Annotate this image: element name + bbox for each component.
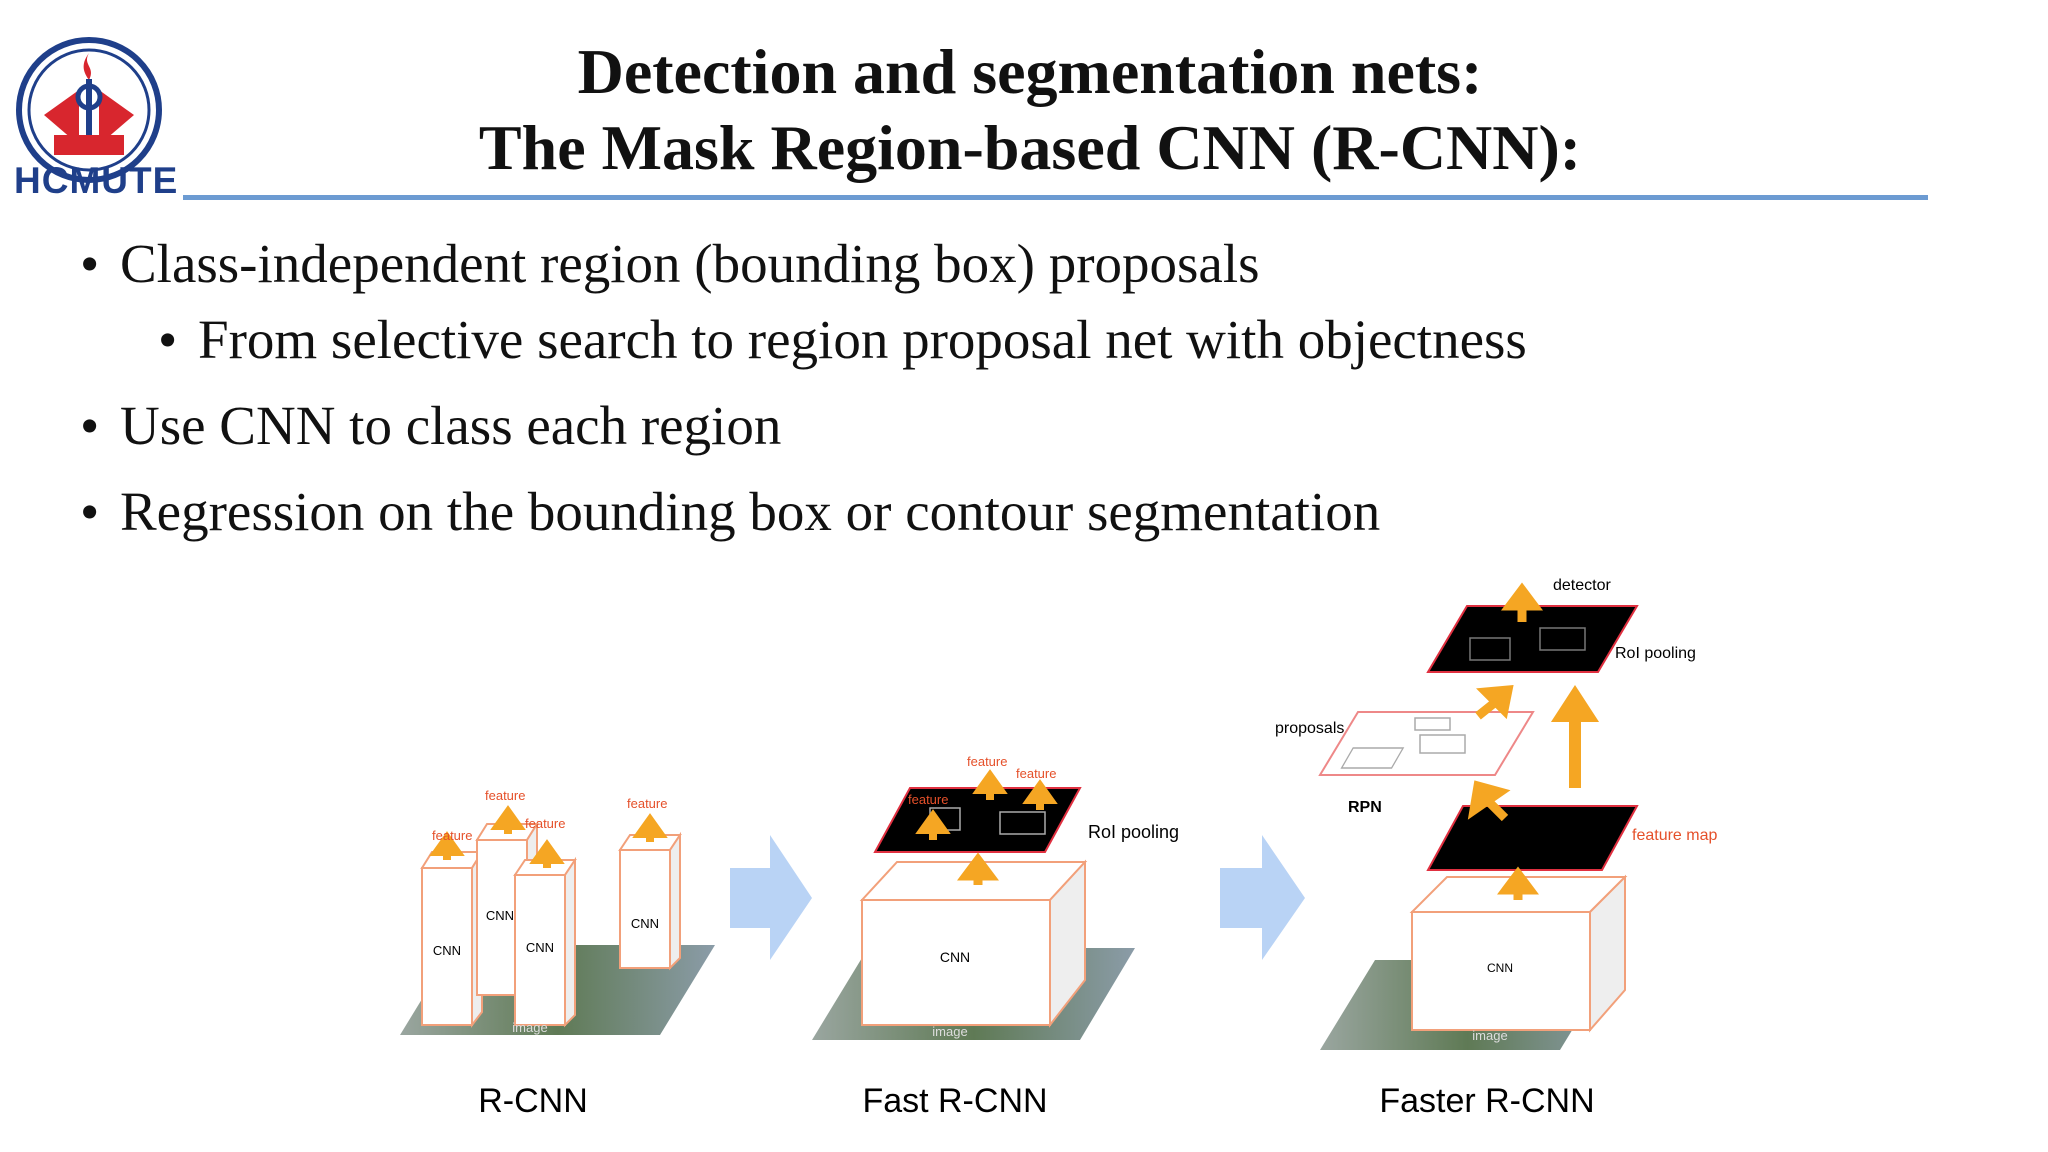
- rcnn-panel: CNN CNN CNN CNN feature feature: [400, 788, 715, 1120]
- fast-rcnn-feature-arrow-1: [915, 809, 951, 840]
- flow-arrow-2: [1220, 835, 1305, 960]
- fast-rcnn-feature-label-2: feature: [967, 754, 1007, 769]
- fast-rcnn-caption: Fast R-CNN: [862, 1082, 1047, 1120]
- logo-text: HCMUTE: [14, 160, 179, 201]
- bullet-1: •Class-independent region (bounding box)…: [80, 233, 1260, 294]
- faster-rcnn-roi-label: RoI pooling: [1615, 645, 1696, 662]
- fast-rcnn-feature-label-1: feature: [908, 792, 948, 807]
- rcnn-caption: R-CNN: [478, 1082, 588, 1120]
- hcmute-logo: [16, 37, 162, 183]
- faster-rcnn-arrow-detector: [1501, 582, 1543, 622]
- fast-rcnn-feature-arrow-3: [1022, 779, 1058, 810]
- svg-text:CNN: CNN: [526, 940, 554, 955]
- faster-rcnn-cnn-block: CNN: [1409, 874, 1628, 1033]
- rcnn-feature-label-1: feature: [432, 828, 472, 843]
- faster-rcnn-rpn-label: RPN: [1348, 799, 1382, 816]
- rcnn-image-label: image: [512, 1020, 547, 1035]
- title-line-2: The Mask Region-based CNN (R-CNN):: [478, 112, 1582, 183]
- rcnn-feature-arrow-1: [429, 831, 465, 860]
- rcnn-cnn-box-3: CNN: [513, 856, 577, 1028]
- fast-rcnn-feature-arrow-2: [972, 769, 1008, 800]
- rcnn-feature-arrow-4: [632, 813, 668, 842]
- title-line-1: Detection and segmentation nets:: [577, 36, 1483, 107]
- svg-text:CNN: CNN: [631, 916, 659, 931]
- bullet-3: •Regression on the bounding box or conto…: [80, 481, 1381, 542]
- faster-rcnn-detector-label: detector: [1553, 577, 1611, 594]
- slide-title: Detection and segmentation nets: The Mas…: [180, 34, 1880, 186]
- faster-rcnn-proposals-plane: [1318, 711, 1535, 776]
- title-divider: [183, 195, 1928, 200]
- rcnn-feature-arrow-3: [529, 839, 565, 868]
- rcnn-feature-arrow-2: [490, 805, 526, 834]
- faster-rcnn-image-label: image: [1472, 1028, 1507, 1043]
- faster-rcnn-caption: Faster R-CNN: [1379, 1082, 1594, 1120]
- faster-rcnn-arrow-rpn: [1467, 780, 1511, 822]
- faster-rcnn-feature-map-label: feature map: [1632, 827, 1717, 844]
- faster-rcnn-feature-map: [1426, 805, 1639, 871]
- rcnn-feature-label-2: feature: [485, 788, 525, 803]
- bullet-1-sub-1: •From selective search to region proposa…: [158, 309, 1527, 370]
- faster-rcnn-roi-plane: [1426, 605, 1639, 673]
- svg-text:CNN: CNN: [433, 943, 461, 958]
- fast-rcnn-feature-label-3: feature: [1016, 766, 1056, 781]
- fast-rcnn-roi-label: RoI pooling: [1088, 822, 1179, 842]
- bullet-2: •Use CNN to class each region: [80, 395, 782, 456]
- fast-rcnn-arrow-up: [957, 852, 999, 885]
- fast-rcnn-panel: CNN feature feature feature RoI pooling …: [812, 754, 1179, 1120]
- svg-text:CNN: CNN: [1487, 961, 1513, 975]
- rcnn-cnn-box-4: CNN: [618, 831, 682, 971]
- faster-rcnn-arrow-cnn: [1497, 866, 1539, 900]
- faster-rcnn-proposals-label: proposals: [1275, 720, 1344, 737]
- rcnn-feature-label-4: feature: [627, 796, 667, 811]
- rcnn-cnn-box-1: CNN: [420, 848, 484, 1028]
- fast-rcnn-image-label: image: [932, 1024, 967, 1039]
- svg-text:CNN: CNN: [940, 949, 970, 965]
- faster-rcnn-arrow-proposals: [1475, 684, 1514, 720]
- rcnn-feature-label-3: feature: [525, 816, 565, 831]
- faster-rcnn-arrow-direct: [1550, 684, 1600, 788]
- fast-rcnn-cnn-block: CNN: [859, 859, 1088, 1028]
- svg-text:CNN: CNN: [486, 908, 514, 923]
- faster-rcnn-panel: CNN detector RoI pooling proposals RPN f…: [1275, 577, 1717, 1120]
- flow-arrow-1: [730, 835, 812, 960]
